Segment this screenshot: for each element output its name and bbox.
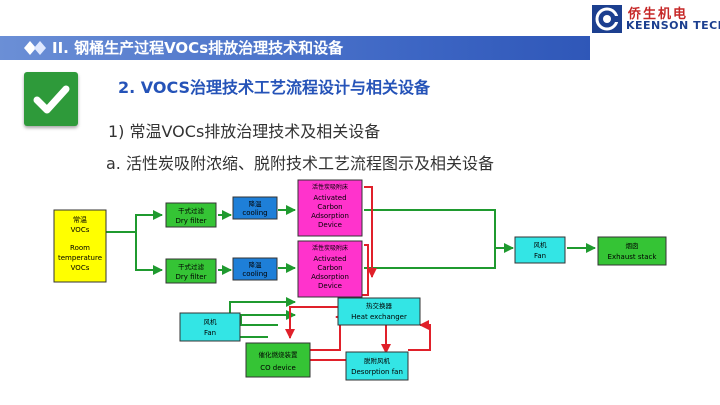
adsorption-bottom-l3: Adsorption	[311, 273, 349, 281]
list-item: 1) 常温VOCs排放治理技术及相关设备	[108, 122, 381, 141]
source-en4: VOCs	[71, 264, 90, 272]
heat-exchanger-en: Heat exchanger	[351, 313, 407, 321]
source-en2: Room	[70, 244, 90, 252]
checkmark-icon	[24, 72, 78, 126]
dry-filter-top	[165, 202, 217, 228]
adsorption-top-l3: Adsorption	[311, 212, 349, 220]
adsorption-bottom-l1: Activated	[313, 255, 346, 263]
cooling-top-en: cooling	[242, 209, 267, 217]
adsorption-bottom-l2: Carbon	[317, 264, 342, 272]
flow-line	[135, 232, 163, 275]
header-title: II. 钢桶生产过程VOCs排放治理技术和设备	[52, 39, 344, 57]
source-en1: VOCs	[71, 226, 90, 234]
logo-name-cn: 侨生机电	[628, 7, 689, 22]
cooling-top-cn: 降温	[249, 199, 263, 208]
source-box	[53, 209, 107, 283]
process-flow-diagram: 常温 VOCs Room temperature VOCs 干式过滤 Dry f…	[50, 175, 670, 400]
flow-line	[364, 248, 496, 269]
co-device	[245, 342, 311, 378]
header-bar	[0, 36, 590, 60]
fan-left	[179, 312, 241, 342]
dry-filter-top-en: Dry filter	[176, 217, 207, 225]
desorption-fan-en: Desorption fan	[351, 368, 403, 376]
source-en3: temperature	[58, 254, 102, 262]
co-device-en: CO device	[260, 364, 296, 372]
fan-main-cn: 风机	[534, 240, 548, 249]
flow-line	[310, 317, 341, 351]
fan-left-cn: 风机	[204, 317, 218, 326]
cooling-bottom-cn: 降温	[249, 260, 263, 269]
source-cn: 常温	[73, 215, 87, 224]
cooling-bottom	[232, 257, 278, 281]
flow-line	[285, 306, 340, 339]
adsorption-top	[297, 179, 363, 237]
cooling-bottom-en: cooling	[242, 270, 267, 278]
flow-line	[364, 186, 377, 278]
adsorption-bottom-cn: 活性炭吸附床	[312, 244, 348, 252]
dry-filter-top-cn: 干式过滤	[178, 206, 205, 215]
heat-exchanger-cn: 热交换器	[366, 301, 393, 310]
fan-left-en: Fan	[204, 329, 216, 337]
flow-line	[240, 310, 296, 326]
exhaust-stack-cn: 烟囱	[626, 241, 639, 250]
diamond-bullet-icon	[24, 41, 46, 55]
adsorption-top-l4: Device	[318, 221, 342, 229]
exhaust-stack	[597, 236, 667, 266]
cooling-top	[232, 196, 278, 220]
fan-main-en: Fan	[534, 252, 546, 260]
list-item: a. 活性炭吸附浓缩、脱附技术工艺流程图示及相关设备	[106, 154, 494, 173]
flow-line	[408, 320, 431, 351]
co-device-cn: 催化燃烧装置	[259, 350, 299, 359]
adsorption-top-l2: Carbon	[317, 203, 342, 211]
flow-line	[106, 210, 163, 233]
desorption-fan-cn: 脱附风机	[364, 356, 391, 365]
adsorption-top-l1: Activated	[313, 194, 346, 202]
fan-main	[514, 236, 566, 264]
adsorption-bottom-l4: Device	[318, 282, 342, 290]
heat-exchanger	[337, 297, 421, 326]
flow-line	[364, 209, 514, 253]
exhaust-stack-en: Exhaust stack	[608, 253, 658, 261]
adsorption-bottom	[297, 240, 363, 298]
desorption-fan	[345, 351, 409, 381]
dry-filter-bottom	[165, 258, 217, 284]
logo-name-en: KEENSON TECH	[626, 19, 720, 32]
adsorption-top-cn: 活性炭吸附床	[312, 183, 348, 191]
section-title: 2. VOCS治理技术工艺流程设计与相关设备	[118, 78, 431, 97]
dry-filter-bottom-cn: 干式过滤	[178, 262, 205, 271]
keenson-logo-icon	[592, 5, 622, 33]
dry-filter-bottom-en: Dry filter	[176, 273, 207, 281]
